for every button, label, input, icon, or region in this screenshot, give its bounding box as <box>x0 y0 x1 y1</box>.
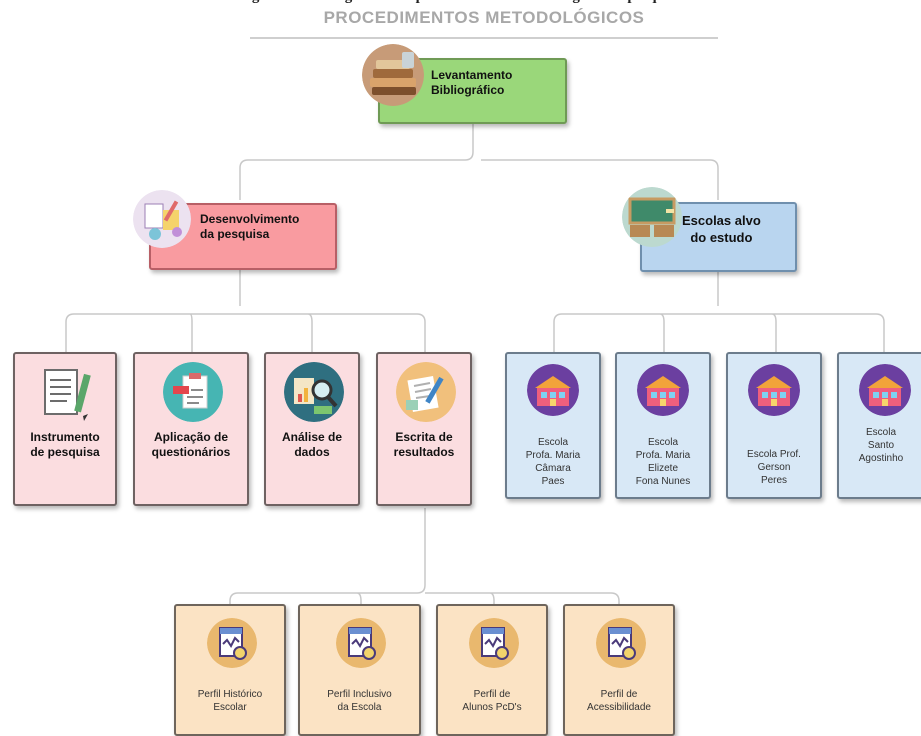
report-certificate-icon <box>596 618 646 668</box>
connector-school-list <box>553 272 885 352</box>
school-card-1: Escola Profa. Maria Câmara Paes <box>505 352 601 499</box>
school-label-line-4: Paes <box>541 476 565 487</box>
step-card-aplicacao: Aplicação de questionários <box>133 352 249 506</box>
step-label-line-2: resultados <box>393 445 455 459</box>
development-label-line-1: Desenvolvimento <box>200 212 300 226</box>
root-label-line-1: Levantamento <box>431 68 513 82</box>
school-label-line-1: Escola <box>537 437 568 448</box>
step-card-analise: Análise de dados <box>264 352 360 506</box>
profile-label-line-2: Escolar <box>213 702 247 713</box>
document-pen-icon <box>37 362 97 422</box>
root-label-line-2: Bibliográfico <box>431 83 505 97</box>
profile-label-line-2: Acessibilidade <box>587 702 651 713</box>
profile-card-inclusivo: Perfil Inclusivo da Escola <box>298 604 421 736</box>
profile-card-acessibilidade: Perfil de Acessibilidade <box>563 604 675 736</box>
writing-icon <box>396 362 456 422</box>
school-building-icon <box>748 364 800 416</box>
school-label-line-1: Escola <box>647 437 678 448</box>
profile-label-line-1: Perfil Inclusivo <box>327 689 392 700</box>
connector-root-branches <box>239 124 719 200</box>
step-label-line-1: Aplicação de <box>153 430 229 444</box>
step-label-line-2: de pesquisa <box>30 445 100 459</box>
classroom-icon <box>622 187 682 247</box>
profile-label-line-1: Perfil de <box>473 689 511 700</box>
profile-label-line-1: Perfil de <box>600 689 638 700</box>
school-label-line-3: Agostinho <box>858 453 904 464</box>
books-icon <box>362 44 424 106</box>
diagram-title: PROCEDIMENTOS METODOLÓGICOS <box>323 8 645 27</box>
profile-card-historico: Perfil Histórico Escolar <box>174 604 286 736</box>
step-card-instrumento: Instrumento de pesquisa <box>13 352 117 506</box>
report-certificate-icon <box>336 618 386 668</box>
research-tools-icon <box>133 190 191 248</box>
school-card-4: Escola Santo Agostinho <box>837 352 921 499</box>
school-label-line-4: Fona Nunes <box>635 476 691 487</box>
step-label-line-2: dados <box>294 445 330 459</box>
root-node-levantamento: Levantamento Bibliográfico <box>378 58 567 124</box>
school-label-line-2: Gerson <box>757 462 791 473</box>
profile-label-line-2: Alunos PcD's <box>462 702 522 713</box>
clipboard-icon <box>163 362 223 422</box>
school-label-line-2: Profa. Maria <box>635 450 691 461</box>
step-label-line-2: questionários <box>151 445 231 459</box>
report-certificate-icon <box>207 618 257 668</box>
profile-label-line-2: da Escola <box>337 702 382 713</box>
school-building-icon <box>859 364 911 416</box>
step-label-line-1: Instrumento <box>30 430 100 444</box>
step-label-line-1: Escrita de <box>395 430 453 444</box>
connector-development-steps <box>65 270 426 352</box>
development-label-line-2: da pesquisa <box>200 227 270 241</box>
school-label-line-3: Câmara <box>535 463 571 474</box>
figure-caption: Figura 1 – Fluxograma dos procedimentos … <box>0 0 921 8</box>
schools-label-line-2: do estudo <box>690 230 753 245</box>
data-analysis-icon <box>284 362 344 422</box>
school-card-3: Escola Prof. Gerson Peres <box>726 352 822 499</box>
report-certificate-icon <box>469 618 519 668</box>
school-label-line-3: Elizete <box>647 463 678 474</box>
schools-label-line-1: Escolas alvo <box>682 213 761 228</box>
profile-card-alunos: Perfil de Alunos PcD's <box>436 604 548 736</box>
school-label-line-1: Escola Prof. <box>747 449 801 460</box>
school-label-line-2: Profa. Maria <box>525 450 581 461</box>
step-card-escrita: Escrita de resultados <box>376 352 472 506</box>
school-label-line-3: Peres <box>760 475 788 486</box>
profile-label-line-1: Perfil Histórico <box>197 689 263 700</box>
school-card-2: Escola Profa. Maria Elizete Fona Nunes <box>615 352 711 499</box>
title-underline <box>250 37 718 39</box>
school-label-line-1: Escola <box>865 427 896 438</box>
step-label-line-1: Análise de <box>281 430 343 444</box>
connector-profiles <box>229 508 620 604</box>
school-label-line-2: Santo <box>867 440 895 451</box>
school-building-icon <box>527 364 579 416</box>
school-building-icon <box>637 364 689 416</box>
